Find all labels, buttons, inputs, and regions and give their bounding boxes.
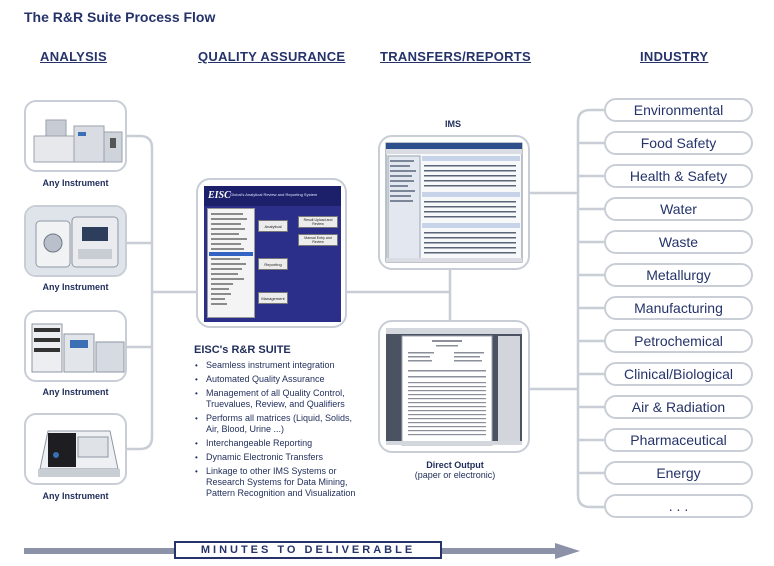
instrument-caption-4: Any Instrument [42,491,109,501]
industry-water: Water [604,197,753,221]
instrument-caption-2: Any Instrument [42,282,109,292]
feature-item: •Automated Quality Assurance [195,374,325,384]
industry-air-radiation: Air & Radiation [604,395,753,419]
bullet-icon: • [195,453,198,462]
bullet-icon: • [195,439,198,448]
feature-item: •Performs all matrices (Liquid, Solids, … [195,413,353,434]
eisc-analytical-button: Analytical [258,220,288,232]
feature-item: •Interchangeable Reporting [195,438,313,448]
eisc-logo: EISC [208,190,231,201]
bullet-icon: • [195,467,198,476]
analysis-bracket [127,134,154,451]
ims-label: IMS [445,119,462,129]
industry-energy: Energy [604,461,753,485]
column-header-transfers-reports: TRANSFERS/REPORTS [380,49,532,64]
feature-item: •Management of all Quality Control, True… [195,388,345,409]
eisc-upload-button: Result Upload and Review [298,216,338,228]
feature-item: •Seamless instrument integration [195,360,335,370]
ims-screenshot [378,135,530,270]
bullet-icon: • [195,389,198,398]
instrument-caption-1: Any Instrument [42,178,109,188]
eisc-list-panel [207,208,255,318]
instrument-photo-4 [24,413,127,485]
industry-food-safety: Food Safety [604,131,753,155]
eisc-software-screenshot: EISC Global's Analytical Review and Repo… [196,178,347,328]
feature-item: •Dynamic Electronic Transfers [195,452,324,462]
direct-output-sublabel: (paper or electronic) [414,470,496,480]
suite-features-list: •Seamless instrument integration •Automa… [194,360,364,502]
industry-waste: Waste [604,230,753,254]
instrument-photo-3 [24,310,127,382]
industry-clinical-biological: Clinical/Biological [604,362,753,386]
industry-metallurgy: Metallurgy [604,263,753,287]
eisc-manual-entry-button: Manual Entry and Review [298,234,338,246]
bullet-icon: • [195,414,198,423]
bullet-icon: • [195,375,198,384]
industry-environmental: Environmental [604,98,753,122]
minutes-to-deliverable-label: MINUTES TO DELIVERABLE [174,541,442,559]
industry-petrochemical: Petrochemical [604,329,753,353]
industry-pharmaceutical: Pharmaceutical [604,428,753,452]
eisc-reporting-button: Reporting [258,258,288,270]
industry-more: . . . [604,494,753,518]
column-header-quality-assurance: QUALITY ASSURANCE [198,49,346,64]
direct-output-label: Direct Output [426,460,484,470]
instrument-photo-1 [24,100,127,172]
arrowhead-icon [555,543,580,559]
column-header-industry: INDUSTRY [640,49,709,64]
industry-manufacturing: Manufacturing [604,296,753,320]
eisc-management-button: Management [258,292,288,304]
suite-title: EISC's R&R SUITE [194,344,291,356]
page-title: The R&R Suite Process Flow [24,9,216,25]
direct-output-screenshot [378,320,530,453]
feature-item: •Linkage to other IMS Systems or Researc… [195,466,356,498]
bullet-icon: • [195,361,198,370]
column-header-analysis: ANALYSIS [40,49,107,64]
instrument-caption-3: Any Instrument [42,387,109,397]
industry-health-safety: Health & Safety [604,164,753,188]
eisc-banner: Global's Analytical Review and Reporting… [230,192,318,197]
instrument-photo-2 [24,205,127,277]
